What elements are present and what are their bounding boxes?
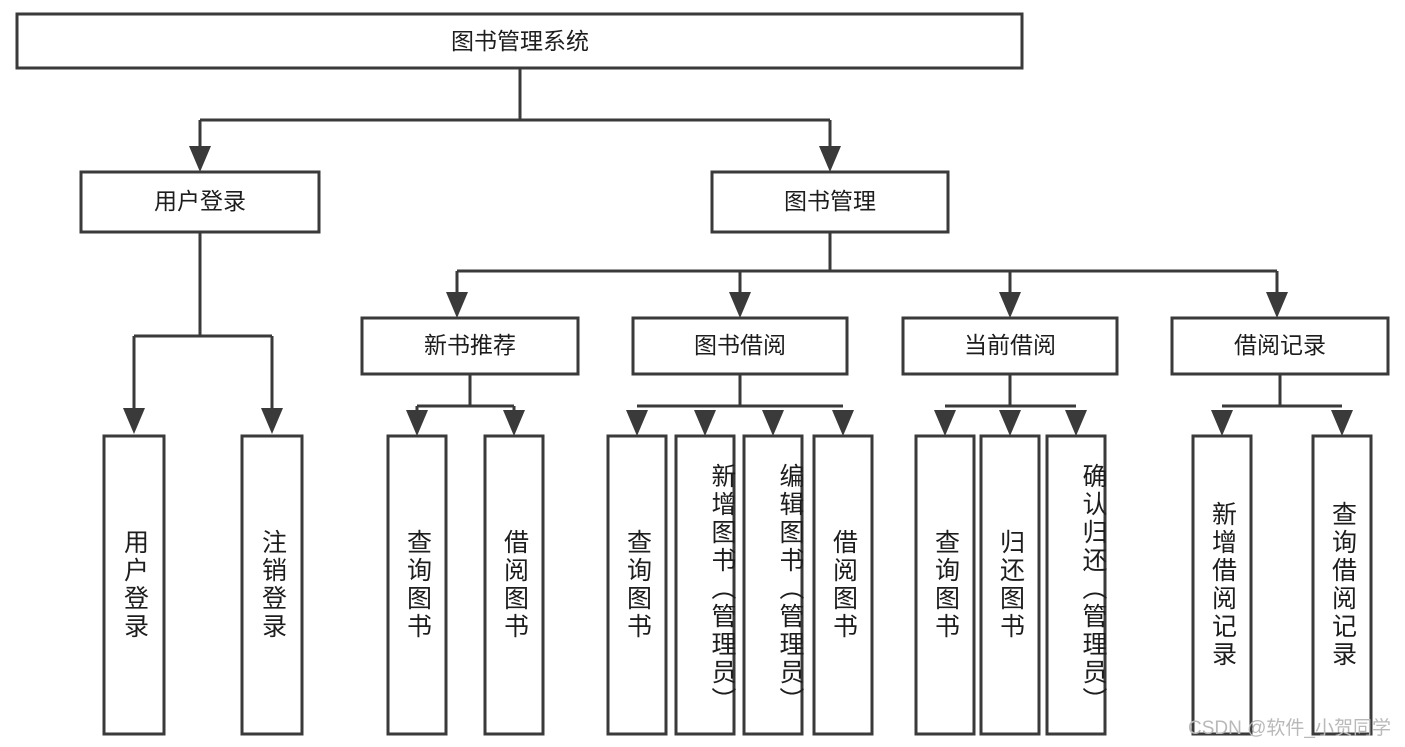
leaf-box-user-login[interactable] [102, 434, 166, 736]
connector-group-borrow-record [1211, 374, 1353, 436]
node-borrow-record-box[interactable] [1170, 316, 1390, 376]
node-current-borrow-box[interactable] [901, 316, 1119, 376]
leaf-box-borrow-book-2[interactable] [812, 434, 874, 736]
connector-group-book-manage [446, 232, 1288, 318]
leaf-box-confirm-return[interactable] [1045, 434, 1107, 736]
connector-group-current-borrow [934, 374, 1087, 436]
leaf-box-borrow-book-1[interactable] [483, 434, 545, 736]
arrow-to-leaf-query-book-2 [626, 410, 648, 436]
leaf-boxes [102, 434, 1373, 736]
node-user-login-box[interactable] [79, 170, 321, 234]
csdn-watermark: CSDN @软件_小贺同学 [1188, 718, 1391, 739]
arrow-to-leaf-query-book-1 [406, 410, 428, 436]
node-new-book-recommend-box[interactable] [360, 316, 580, 376]
node-current-borrow[interactable]: 当前借阅 [901, 316, 1119, 376]
node-root-label: 图书管理系统 [451, 28, 589, 54]
arrow-to-borrow-record [1266, 292, 1288, 318]
node-book-manage-box[interactable] [710, 170, 950, 234]
arrow-to-leaf-query-record [1331, 410, 1353, 436]
leaf-box-query-book-1[interactable] [386, 434, 448, 736]
arrow-to-leaf-add-record [1211, 410, 1233, 436]
node-current-borrow-label: 当前借阅 [964, 332, 1056, 358]
node-borrow-record[interactable]: 借阅记录 [1170, 316, 1390, 376]
arrow-to-current-borrow [999, 292, 1021, 318]
connector-group-root [189, 68, 841, 172]
arrow-to-leaf-borrow-book-1 [503, 410, 525, 436]
node-root-box[interactable] [15, 12, 1024, 70]
leaf-box-query-book-2[interactable] [606, 434, 668, 736]
connector-group-user-login [123, 232, 283, 434]
node-book-manage-label: 图书管理 [784, 188, 876, 214]
arrow-to-new-book-recommend [446, 292, 468, 318]
connector-group-book-borrow [626, 374, 854, 436]
node-book-borrow-label: 图书借阅 [694, 332, 786, 358]
leaf-box-logout[interactable] [240, 434, 304, 736]
arrow-root-to-user-login [189, 146, 211, 172]
node-borrow-record-label: 借阅记录 [1234, 332, 1326, 358]
arrow-to-leaf-confirm-return [1065, 410, 1087, 436]
arrow-to-leaf-query-book-3 [934, 410, 956, 436]
arrow-root-to-book-manage [819, 146, 841, 172]
leaf-box-add-record[interactable] [1191, 434, 1253, 736]
connector-group-new-book-recommend [406, 374, 525, 436]
leaf-box-query-book-3[interactable] [914, 434, 976, 736]
arrow-to-leaf-user-login [123, 408, 145, 434]
node-book-borrow-box[interactable] [631, 316, 849, 376]
node-book-borrow[interactable]: 图书借阅 [631, 316, 849, 376]
arrow-to-leaf-return-book [999, 410, 1021, 436]
node-user-login-label: 用户登录 [154, 188, 246, 214]
leaf-box-query-record[interactable] [1311, 434, 1373, 736]
node-new-book-recommend[interactable]: 新书推荐 [360, 316, 580, 376]
arrow-to-leaf-borrow-book-2 [832, 410, 854, 436]
arrow-to-leaf-add-book [694, 410, 716, 436]
arrow-to-leaf-logout [261, 408, 283, 434]
node-book-manage[interactable]: 图书管理 [710, 170, 950, 234]
node-root[interactable]: 图书管理系统 [15, 12, 1024, 70]
node-user-login[interactable]: 用户登录 [79, 170, 321, 234]
arrow-to-book-borrow [729, 292, 751, 318]
arrow-to-leaf-edit-book [762, 410, 784, 436]
leaf-box-return-book[interactable] [979, 434, 1041, 736]
node-new-book-recommend-label: 新书推荐 [424, 332, 516, 358]
leaf-box-add-book[interactable] [674, 434, 736, 736]
leaf-box-edit-book[interactable] [742, 434, 804, 736]
